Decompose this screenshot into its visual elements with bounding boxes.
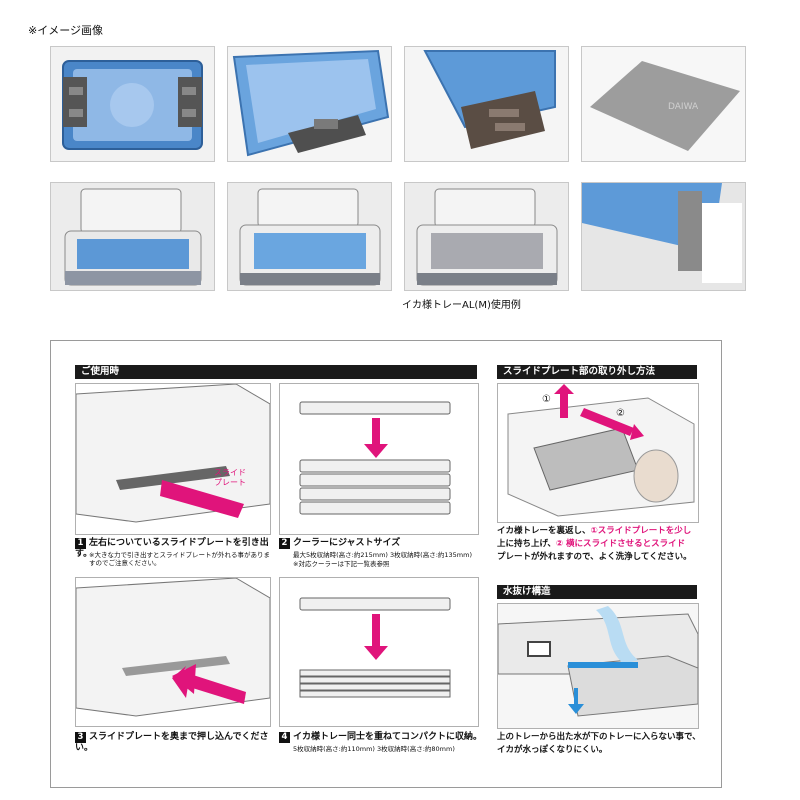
panel-step4 — [279, 577, 479, 727]
drain-header: 水抜け構造 — [497, 585, 697, 599]
photo-caption: イカ様トレーAL(M)使用例 — [402, 300, 521, 311]
photo-slide-plate-removed — [404, 46, 569, 162]
panel-step3 — [75, 577, 271, 727]
photo-tray-angle-view — [227, 46, 392, 162]
removal-header: スライドプレート部の取り外し方法 — [497, 365, 697, 379]
svg-text:DAIWA: DAIWA — [668, 102, 699, 112]
removal-text: イカ様トレーを裏返し、①スライドプレートを少し 上に持ち上げ、② 横にスライドさ… — [497, 526, 692, 562]
usage-header: ご使用時 — [75, 365, 477, 379]
step1-note: ※大きな力で引き出すとスライドプレートが外れる事がありますのでご注意ください。 — [89, 551, 270, 567]
removal-label-2: ② — [616, 408, 625, 419]
image-note: ※イメージ画像 — [28, 24, 103, 37]
drain-text: 上のトレーから出た水が下のトレーに入らない事で、 イカが水っぽくなりにくい。 — [497, 732, 701, 755]
panel-removal: ① ② — [497, 383, 699, 523]
photo-tray-top-view — [50, 46, 215, 162]
panel-step2 — [279, 383, 479, 535]
removal-label-1: ① — [542, 394, 551, 405]
photo-cooler-2 — [227, 182, 392, 291]
photo-cooler-1 — [50, 182, 215, 291]
panel-drain — [497, 603, 699, 729]
photo-cooler-3 — [404, 182, 569, 291]
step2-note: 最大5枚収納時(高さ:約215mm) 3枚収納時(高さ:約135mm) — [293, 551, 473, 559]
step2-note2: ※対応クーラーは下記一覧表参照 — [293, 560, 390, 568]
panel-step1: スライド プレート — [75, 383, 271, 535]
slide-plate-label: スライド プレート — [214, 468, 246, 487]
photo-gray-sheet: DAIWA — [581, 46, 746, 162]
photo-cooler-closeup — [581, 182, 746, 291]
step4-note: 5枚収納時(高さ:約110mm) 3枚収納時(高さ:約80mm) — [293, 745, 455, 753]
